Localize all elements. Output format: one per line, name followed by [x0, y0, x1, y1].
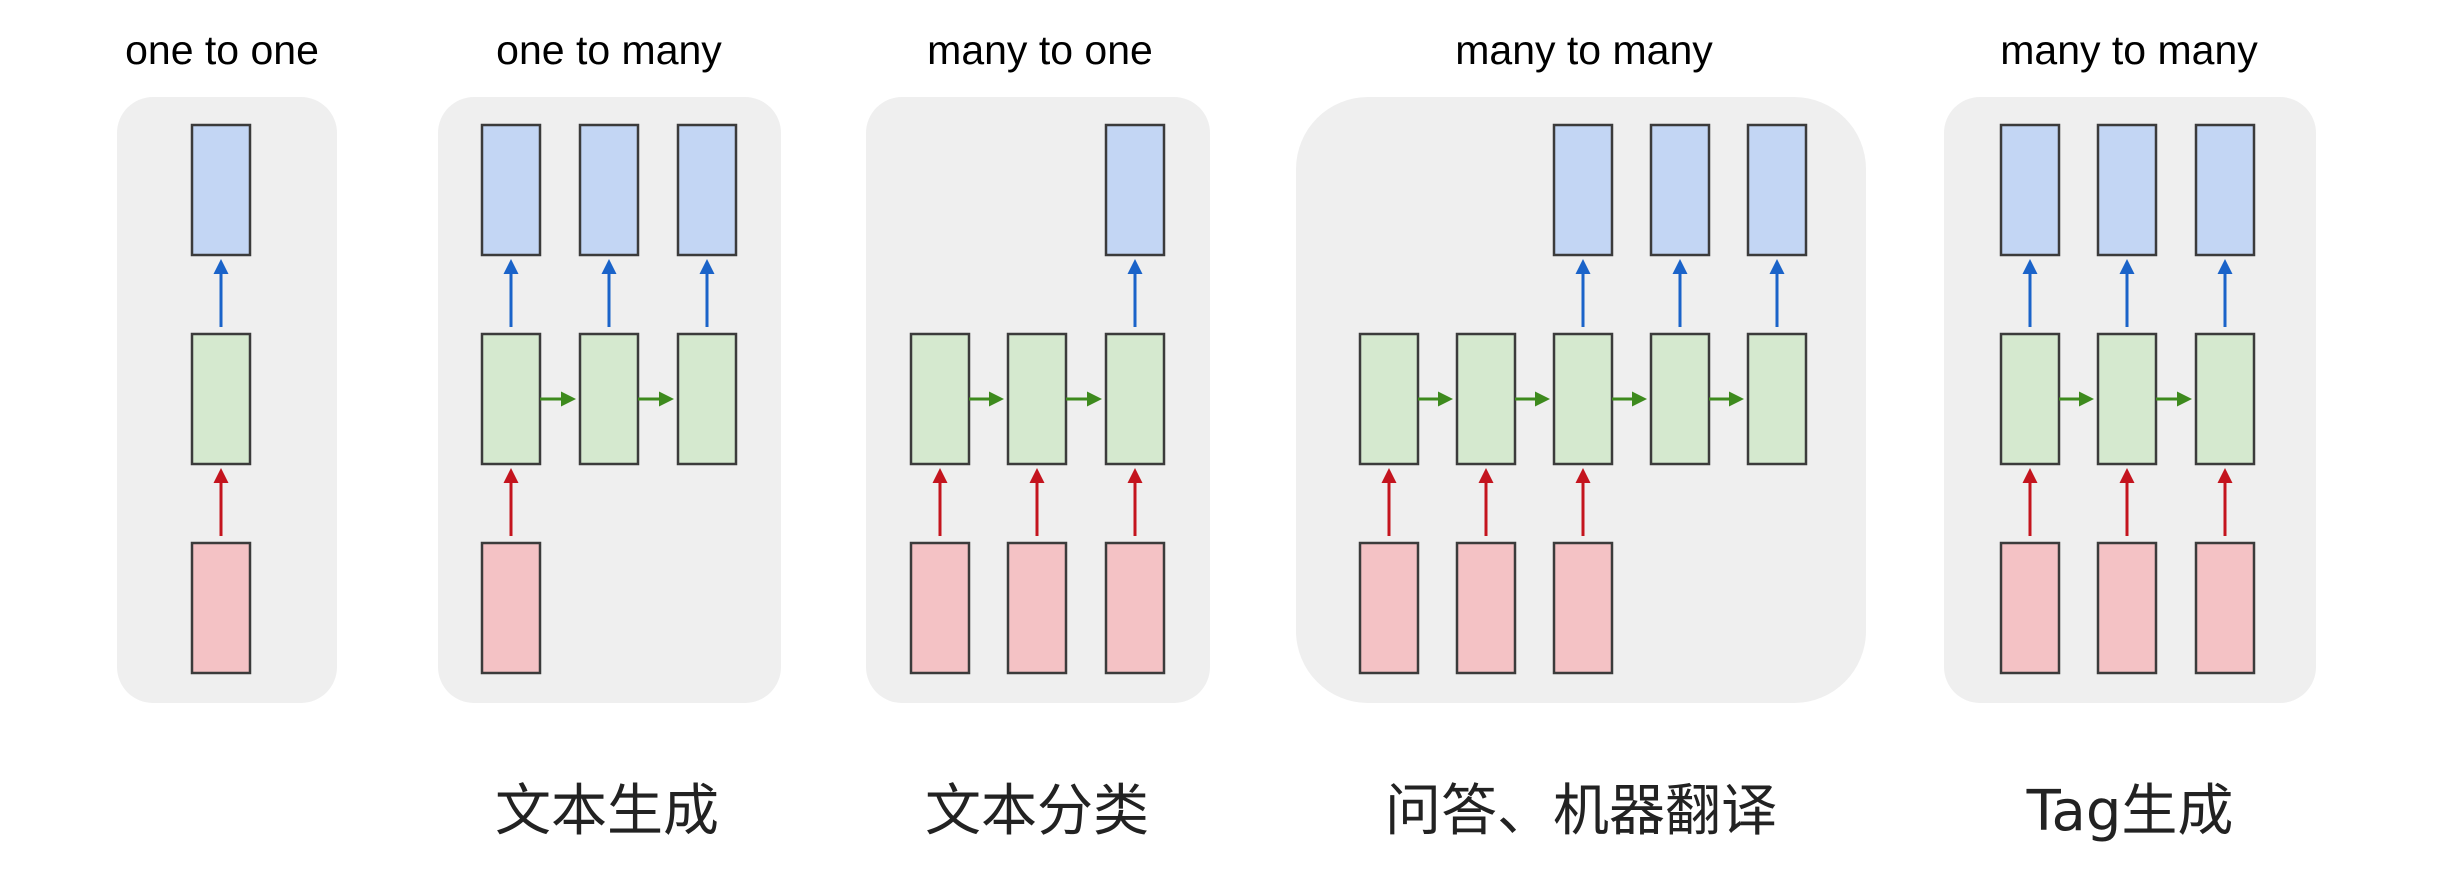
hidden-state-box [909, 332, 971, 466]
output-box [1999, 123, 2061, 257]
input-box [1999, 541, 2061, 675]
input-box [1455, 541, 1517, 675]
hidden-state-box [2096, 332, 2158, 466]
panel-many-to-many-synced: many to many Tag生成 [1944, 27, 2316, 844]
panel-caption: 文本分类 [925, 779, 1149, 844]
output-box [190, 123, 252, 257]
output-box [1746, 123, 1808, 257]
panel-title: one to many [496, 27, 722, 73]
hidden-state-box [1006, 332, 1068, 466]
input-box [190, 541, 252, 675]
input-box [480, 541, 542, 675]
output-box [578, 123, 640, 257]
panel-one-to-many: one to many 文本生成 [438, 27, 781, 844]
hidden-state-box [676, 332, 738, 466]
hidden-state-box [1552, 332, 1614, 466]
hidden-state-box [578, 332, 640, 466]
panel-title: many to many [1455, 27, 1713, 73]
hidden-state-box [1104, 332, 1166, 466]
panel-title: one to one [125, 27, 319, 73]
hidden-state-box [1358, 332, 1420, 466]
input-box [1358, 541, 1420, 675]
output-box [480, 123, 542, 257]
hidden-state-box [2194, 332, 2256, 466]
input-box [1104, 541, 1166, 675]
hidden-state-box [1649, 332, 1711, 466]
input-box [2194, 541, 2256, 675]
input-box [1006, 541, 1068, 675]
output-box [676, 123, 738, 257]
hidden-state-box [480, 332, 542, 466]
panel-caption: Tag生成 [2026, 779, 2234, 844]
hidden-state-box [1746, 332, 1808, 466]
output-box [1649, 123, 1711, 257]
input-box [909, 541, 971, 675]
output-box [2096, 123, 2158, 257]
panel-caption: 文本生成 [495, 779, 719, 844]
panel-one-to-one: one to one [117, 27, 337, 703]
input-box [1552, 541, 1614, 675]
hidden-state-box [1999, 332, 2061, 466]
panel-caption: 问答、机器翻译 [1385, 779, 1777, 844]
output-box [1552, 123, 1614, 257]
output-box [2194, 123, 2256, 257]
output-box [1104, 123, 1166, 257]
input-box [2096, 541, 2158, 675]
panel-many-to-one: many to one 文本分类 [866, 27, 1210, 844]
panel-title: many to one [927, 27, 1153, 73]
panel-title: many to many [2000, 27, 2258, 73]
panel-many-to-many-seq2seq: many to many 问答、机器翻译 [1296, 27, 1866, 844]
hidden-state-box [1455, 332, 1517, 466]
hidden-state-box [190, 332, 252, 466]
